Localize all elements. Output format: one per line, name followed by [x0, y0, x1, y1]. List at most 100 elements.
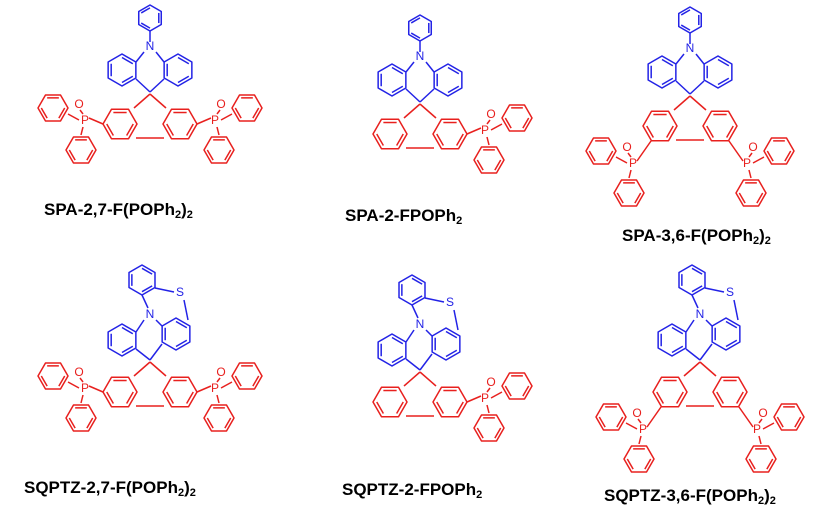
acridine-left-ring-double-bond	[121, 326, 134, 335]
acridine-right-ring-double-bond	[447, 85, 460, 94]
n-bond-left	[685, 319, 695, 333]
fluorene-left-ring	[372, 118, 408, 150]
acridine-right-ring-double-bond	[445, 349, 458, 358]
phosphine-oxide-1-phenyl-a-double-bond	[504, 385, 512, 397]
phosphine-oxide-2-phenyl-b-double-bond	[756, 192, 764, 204]
phosphine-oxide-1-phosphorus: P	[481, 123, 489, 137]
fluorene-spiro-right	[699, 361, 717, 377]
phosphine-oxide-1-phenyl-b-double-bond	[494, 159, 502, 171]
acridine-left-ring	[657, 323, 687, 357]
phosphine-oxide-1-phenyl-a-double-bond	[58, 375, 66, 387]
phosphine-oxide-1-phenyl-b-double-bond	[86, 149, 94, 161]
fluorene-left-ring-double-bond	[395, 401, 404, 414]
acridine-right-ring	[711, 317, 741, 351]
phosphine-oxide-1-oxygen: O	[74, 365, 83, 379]
compound-label-4: SQPTZ-2,7-F(POPh2)2	[24, 478, 196, 499]
fluorene-left-ring-double-bond	[106, 391, 115, 404]
phosphine-oxide-1-po-bond	[637, 418, 642, 424]
acridine-right-ring-double-bond	[445, 330, 458, 339]
phosphine-oxide-1-phenyl-b-double-bond	[86, 417, 94, 429]
phosphine-oxide-2-oxygen: O	[216, 365, 225, 379]
phosphine-oxide-2-po-bond	[758, 418, 763, 424]
phosphine-oxide-1-ph-bond-b	[486, 404, 490, 414]
phosphine-oxide-1-phosphorus: P	[81, 381, 89, 395]
n-phenyl-ring-double-bond	[140, 7, 151, 14]
phosphine-oxide-2-ph-bond-b	[758, 435, 762, 445]
phosphine-oxide-1-ph-bond-a	[490, 391, 503, 399]
compound-label-6: SQPTZ-3,6-F(POPh2)2	[604, 486, 776, 507]
phosphine-oxide-1-phosphorus: P	[81, 113, 89, 127]
acridine-left-ring-double-bond	[661, 58, 674, 67]
fluorene-right-ring-double-bond	[185, 391, 194, 404]
phosphine-oxide-1-ph-bond-a	[615, 156, 628, 164]
acridine-right-ring	[703, 55, 733, 89]
phosphine-oxide-2-phenyl-a-double-bond	[776, 416, 784, 428]
phosphine-oxide-2-ph-bond-b	[216, 126, 220, 136]
phosphine-oxide-1-bond	[636, 140, 652, 162]
phosphine-oxide-2-phenyl-a	[773, 403, 805, 431]
fluorene-spiro-left	[673, 95, 691, 111]
ptz-top-ring-double-bond	[411, 295, 423, 303]
spiro-bond-right	[689, 80, 705, 95]
phosphine-oxide-2-phenyl-b-double-bond	[766, 458, 774, 470]
fluorene-spiro-left	[683, 361, 701, 377]
sulfur-atom: S	[726, 285, 734, 299]
sulfur-bond-left	[424, 297, 445, 303]
phosphine-oxide-2-phenyl-a-double-bond	[766, 150, 774, 162]
nitrogen-atom: N	[686, 41, 695, 55]
phosphine-oxide-2-phenyl-b	[203, 404, 235, 432]
n-phenyl-ring-double-bond	[140, 22, 151, 29]
ptz-top-ring-double-bond	[141, 267, 153, 275]
n-bond-left	[675, 53, 685, 65]
phosphine-oxide-2-ph-bond-a	[220, 113, 233, 121]
n-phenyl-ring-double-bond	[410, 32, 421, 39]
acridine-left-ring-double-bond	[391, 336, 404, 345]
fluorene-left-ring-double-bond	[376, 401, 385, 414]
phosphine-oxide-1-bond	[466, 395, 482, 403]
compound-label-1: SPA-2,7-F(POPh2)2	[44, 200, 193, 221]
n-bond-right	[705, 319, 713, 327]
phosphine-oxide-1-po-bond	[627, 152, 632, 158]
ptz-top-ring-double-bond	[691, 267, 703, 275]
acridine-right-ring-double-bond	[447, 66, 460, 75]
phosphine-oxide-1-phenyl-a	[595, 403, 627, 431]
phosphine-oxide-1-po-bond	[486, 119, 491, 125]
acridine-left-ring	[107, 53, 137, 87]
phosphine-oxide-1-oxygen: O	[74, 97, 83, 111]
phosphine-oxide-1-phenyl-b-double-bond	[616, 192, 624, 204]
phosphine-oxide-1-bond	[646, 406, 662, 428]
phosphine-oxide-1-ph-bond-b	[80, 394, 84, 404]
ptz-top-ring	[678, 264, 706, 296]
phosphine-oxide-2-bond	[728, 140, 744, 162]
fluorene-left-ring-double-bond	[125, 123, 134, 136]
fluorene-right-ring	[432, 118, 468, 150]
phosphine-oxide-1-bond	[88, 385, 104, 393]
spiro-bond-right	[419, 353, 433, 371]
phosphine-oxide-1-phenyl-b	[473, 414, 505, 442]
fluorene-right-ring	[162, 108, 198, 140]
acridine-left-ring-double-bond	[121, 56, 134, 65]
acridine-left-ring	[377, 333, 407, 367]
phosphine-oxide-2-bond	[196, 117, 212, 125]
ptz-top-ring-double-bond	[691, 285, 703, 293]
sulfur-bond-right	[733, 299, 739, 321]
compound-label-3: SPA-3,6-F(POPh2)2	[622, 226, 771, 247]
phosphine-oxide-1-phenyl-b	[613, 179, 645, 207]
acridine-right-ring-double-bond	[175, 320, 188, 329]
fluorene-right-ring-double-bond	[185, 123, 194, 136]
spiro-bond-right	[419, 88, 435, 103]
spiro-bond-left	[405, 88, 421, 103]
n-bond-left	[135, 319, 145, 333]
phosphine-oxide-2-ph-bond-a	[762, 422, 775, 430]
acridine-right-ring-double-bond	[177, 56, 190, 65]
fluorene-left-ring	[102, 376, 138, 408]
compound-label-5: SQPTZ-2-FPOPh2	[342, 480, 483, 501]
phosphine-oxide-1-phosphorus: P	[639, 422, 647, 436]
phosphine-oxide-2-phenyl-a-double-bond	[784, 150, 792, 162]
phosphine-oxide-1-phenyl-a	[501, 104, 533, 132]
ptz-top-ring-double-bond	[141, 285, 153, 293]
phosphine-oxide-1-phenyl-a-double-bond	[598, 416, 606, 428]
n-bond-right	[695, 53, 705, 65]
fluorene-right-ring-double-bond	[455, 133, 464, 146]
